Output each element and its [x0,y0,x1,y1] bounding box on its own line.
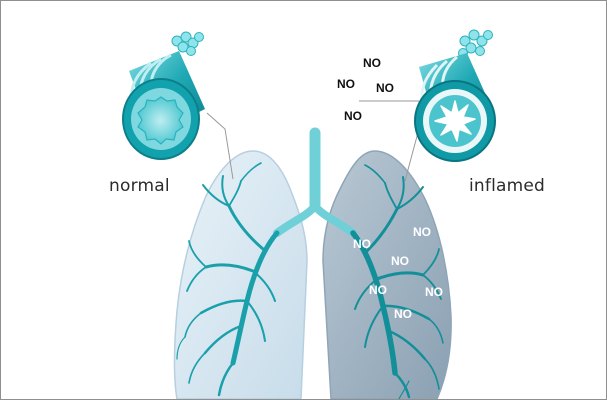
normal-airway [123,32,205,159]
leader-line-inflamed [405,129,419,181]
no-molecule-label: NO [369,283,387,297]
label-inflamed: inflamed [469,176,545,196]
no-molecule-label: NO [376,81,394,95]
inflamed-airway [415,30,495,161]
no-molecule-label: NO [394,307,412,321]
no-molecule-label: NO [363,56,381,70]
no-molecule-label: NO [425,285,443,299]
no-molecule-label: NO [391,254,409,268]
no-molecule-label: NO [344,109,362,123]
alveoli-cluster-inflamed [459,30,493,58]
label-normal: normal [109,176,170,196]
no-molecule-label: NO [413,225,431,239]
no-molecule-label: NO [353,237,371,251]
lung-left-normal [174,151,307,399]
no-molecule-label: NO [337,77,355,91]
